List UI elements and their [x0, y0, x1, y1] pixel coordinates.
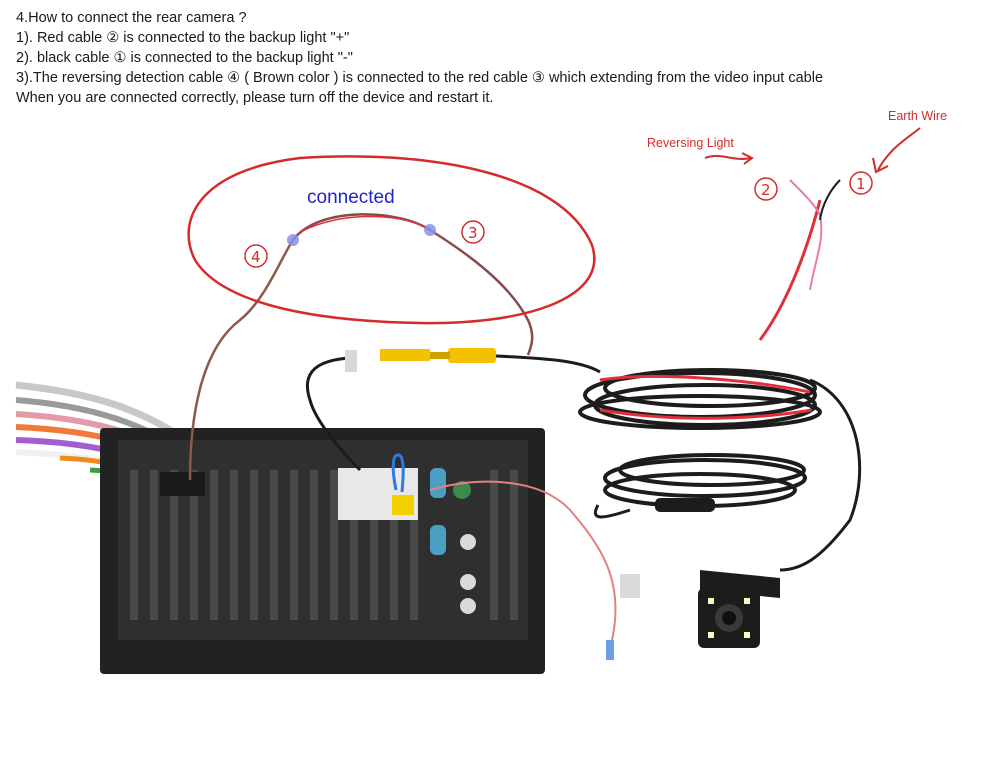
connected-label: connected: [307, 187, 395, 208]
marker-3: 3: [461, 220, 485, 244]
brown-detection-cable: [188, 239, 295, 481]
head-unit: [100, 428, 545, 674]
reversing-light-label: Reversing Light: [647, 136, 734, 150]
yellow-rca-male: [380, 349, 430, 361]
marker-4: 4: [244, 244, 268, 268]
red-power-cable: [429, 480, 617, 641]
connection-point-3: [424, 224, 436, 236]
instructions: 4.How to connect the rear camera ? 1). R…: [16, 8, 956, 108]
instruction-line-4: When you are connected correctly, please…: [16, 90, 494, 106]
svg-text:3: 3: [468, 224, 478, 242]
svg-text:2: 2: [761, 181, 771, 199]
video-cable: [305, 356, 362, 472]
svg-text:4: 4: [251, 248, 261, 266]
connection-point-4: [287, 234, 299, 246]
instruction-line-2: 2). black cable ① is connected to the ba…: [16, 50, 353, 66]
marker-1: 1: [849, 171, 873, 195]
instruction-line-1: 1). Red cable ② is connected to the back…: [16, 30, 350, 46]
reversing-light-arrow: [704, 152, 754, 165]
red-connected-cable: [292, 213, 534, 356]
connected-highlight-loop: [187, 155, 596, 325]
earth-wire-label: Earth Wire: [888, 109, 947, 123]
yellow-rca-female: [448, 348, 496, 363]
svg-text:1: 1: [856, 175, 866, 193]
rear-camera: [698, 570, 780, 648]
instructions-heading: 4.How to connect the rear camera ?: [16, 10, 247, 26]
marker-2: 2: [754, 177, 778, 201]
instruction-line-3: 3).The reversing detection cable ④ ( Bro…: [16, 70, 824, 86]
earth-wire-arrow: [872, 127, 921, 174]
